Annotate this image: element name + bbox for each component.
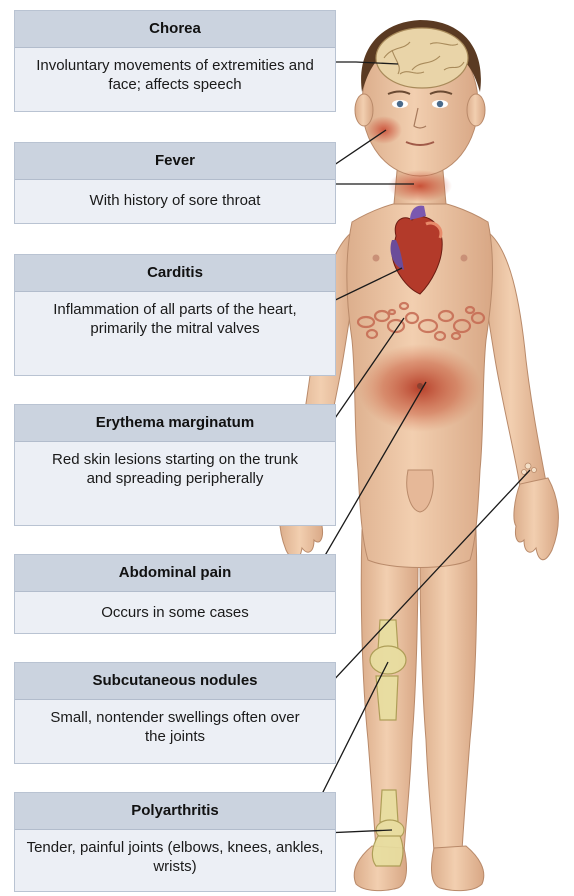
right-foot — [432, 846, 484, 891]
label-box-carditis: Carditis Inflammation of all parts of th… — [14, 254, 336, 376]
label-description: Involuntary movements of extremities and… — [15, 48, 335, 94]
label-description: Occurs in some cases — [15, 592, 335, 622]
label-description: Small, nontender swellings often over th… — [15, 700, 335, 746]
label-box-chorea: Chorea Involuntary movements of extremit… — [14, 10, 336, 112]
brain-overlay — [376, 28, 468, 88]
label-box-abdominal-pain: Abdominal pain Occurs in some cases — [14, 554, 336, 634]
label-title: Polyarthritis — [15, 793, 335, 830]
label-title: Erythema marginatum — [15, 405, 335, 442]
label-description: With history of sore throat — [15, 180, 335, 210]
label-title: Abdominal pain — [15, 555, 335, 592]
label-title: Chorea — [15, 11, 335, 48]
label-title: Carditis — [15, 255, 335, 292]
label-description: Tender, painful joints (elbows, knees, a… — [15, 830, 335, 876]
label-box-erythema-marginatum: Erythema marginatum Red skin lesions sta… — [14, 404, 336, 526]
right-hand — [514, 478, 558, 560]
label-box-subcutaneous-nodules: Subcutaneous nodules Small, nontender sw… — [14, 662, 336, 764]
throat-inflammation — [388, 170, 452, 202]
right-nipple — [461, 255, 468, 262]
right-ear — [467, 94, 485, 126]
label-box-fever: Fever With history of sore throat — [14, 142, 336, 224]
label-box-polyarthritis: Polyarthritis Tender, painful joints (el… — [14, 792, 336, 892]
label-title: Subcutaneous nodules — [15, 663, 335, 700]
label-description: Red skin lesions starting on the trunk a… — [15, 442, 335, 488]
label-description: Inflammation of all parts of the heart, … — [15, 292, 335, 338]
left-nipple — [373, 255, 380, 262]
label-title: Fever — [15, 143, 335, 180]
